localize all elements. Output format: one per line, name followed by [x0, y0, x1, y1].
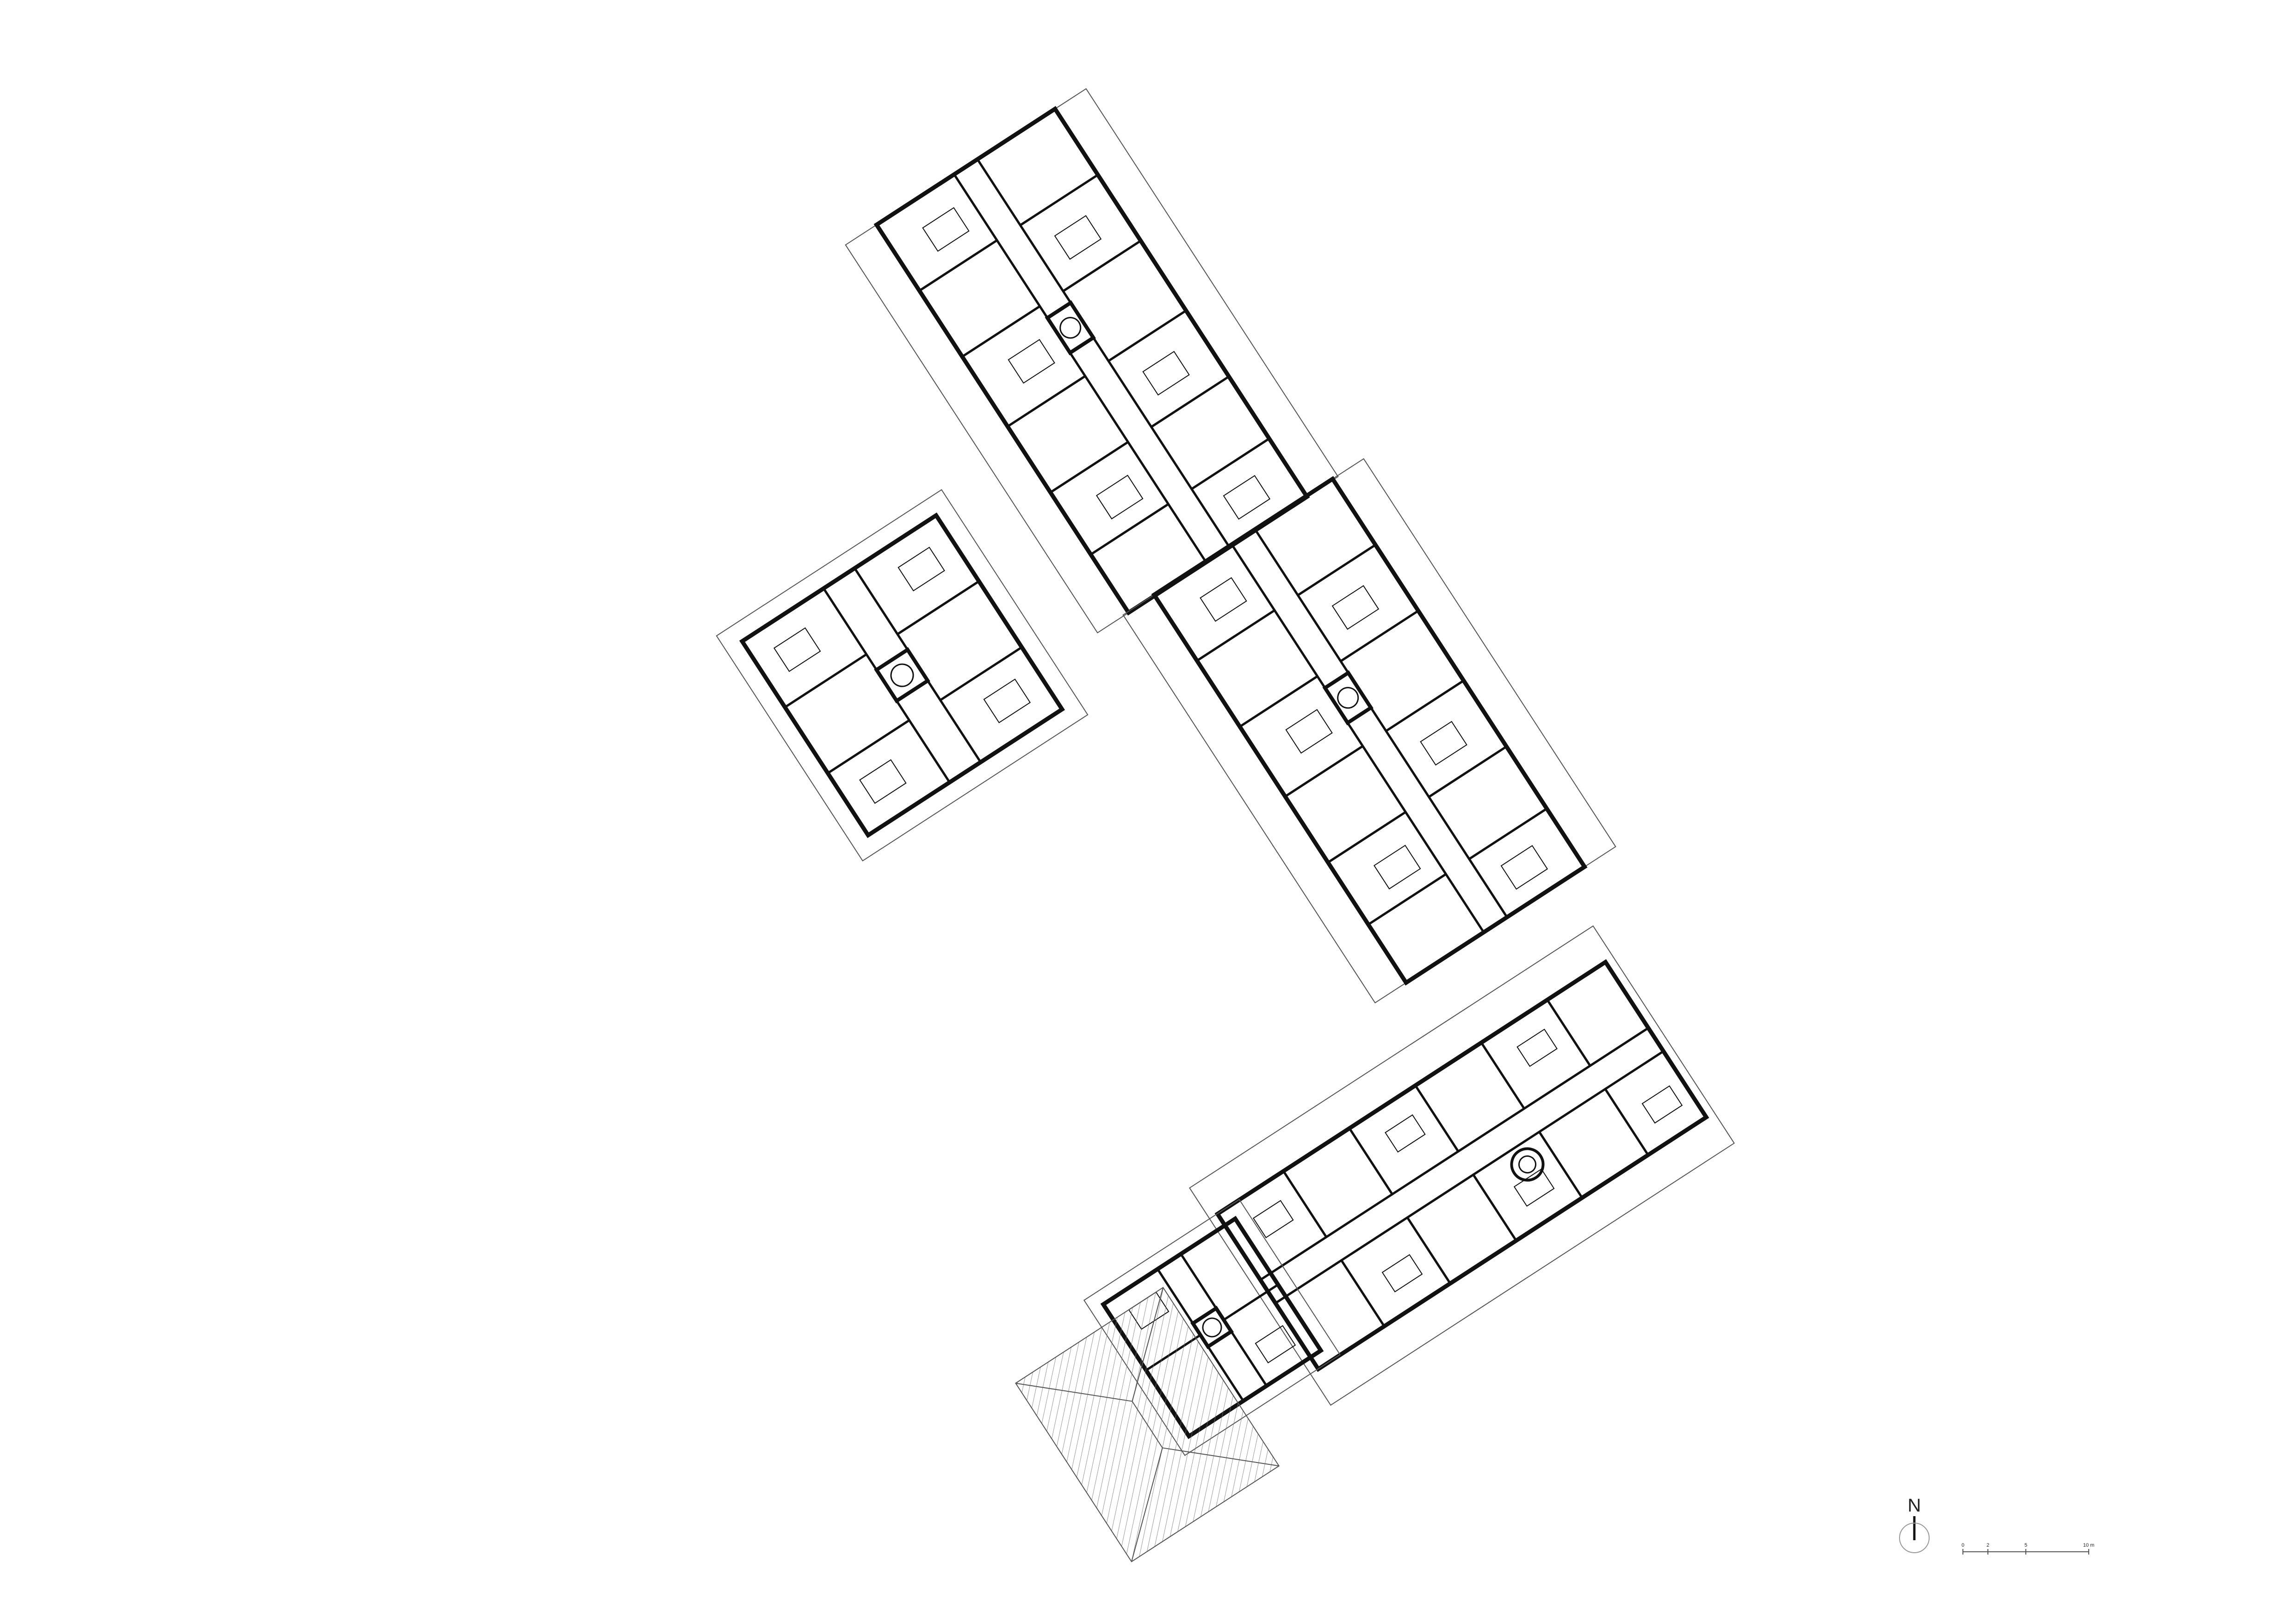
building-central	[1122, 458, 1616, 1004]
stair-core	[1190, 1305, 1234, 1350]
apartment-grid	[1252, 999, 1683, 1327]
north-circle-icon	[1899, 1523, 1930, 1553]
scale-tick-5: 5	[2024, 1543, 2027, 1548]
apartment-grid	[919, 158, 1271, 563]
stair-core	[874, 647, 930, 704]
apartment-grid	[1196, 528, 1548, 933]
stair-core	[1045, 300, 1096, 356]
stair-core	[1510, 1147, 1545, 1182]
scale-tick-0: 0	[1962, 1543, 1964, 1548]
scale-tick-10m: 10 m	[2083, 1543, 2094, 1548]
building-west	[716, 489, 1089, 862]
north-arrow: N	[1899, 1495, 1930, 1553]
scale-tick-2: 2	[1987, 1543, 1989, 1548]
north-label: N	[1908, 1495, 1921, 1516]
scale-bar: 0 2 5 10 m	[1962, 1543, 2094, 1555]
stair-core	[1322, 670, 1374, 726]
existing-hatched-roof	[1015, 1287, 1280, 1562]
